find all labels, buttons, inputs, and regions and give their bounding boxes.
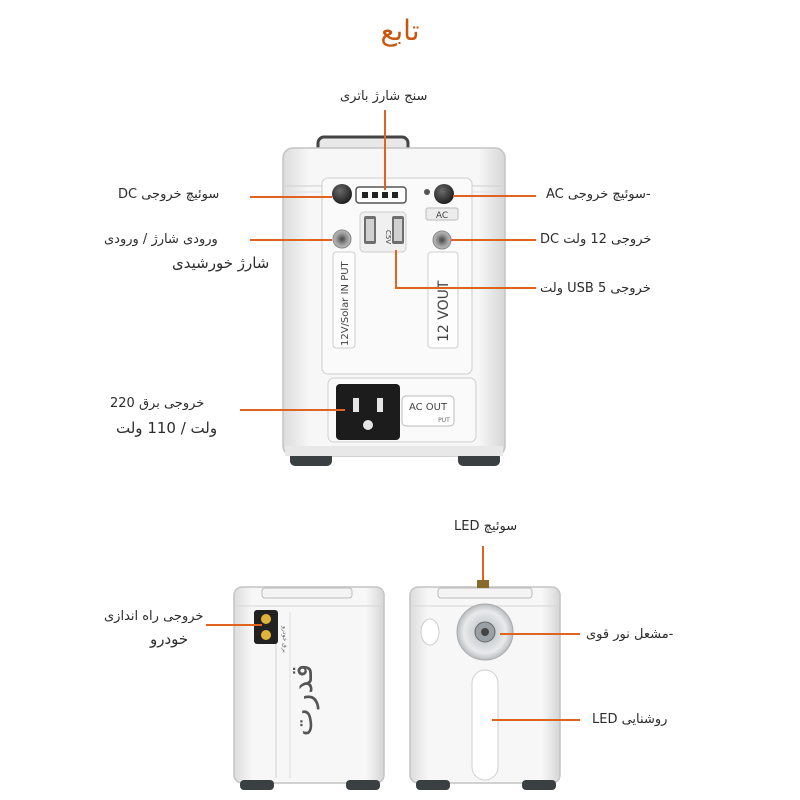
- car-start-port: [254, 610, 278, 644]
- label-car-start-2: خودرو: [150, 630, 189, 648]
- side-view: برق خودرو قدرت: [206, 586, 385, 790]
- battery-gauge: [355, 186, 407, 204]
- side-logo: قدرت: [285, 664, 320, 737]
- label-ac-out-2: ولت / 110 ولت: [116, 419, 218, 437]
- dc12-port: [432, 230, 452, 250]
- label-dc-switch: سوئیچ خروجی DC: [118, 187, 220, 202]
- led-switch: [477, 580, 489, 588]
- usb-tag: C5V: [384, 230, 392, 244]
- back-view: [409, 546, 580, 790]
- label-led-switch: سوئیچ LED: [454, 519, 518, 534]
- label-usb5-out: خروجی USB 5 ولت: [540, 281, 651, 296]
- label-flashlight: -مشعل نور قوی: [586, 627, 674, 642]
- label-car-start-1: خروجی راه اندازی: [104, 609, 204, 624]
- page-title: تابع: [380, 14, 420, 47]
- ac-tag: AC: [436, 211, 448, 221]
- label-ac-out-1: خروجی برق 220: [110, 396, 205, 411]
- solar-input-label: 12V/Solar IN PUT: [340, 260, 351, 346]
- ac-outlet: [336, 384, 400, 440]
- svg-text:برق خودرو: برق خودرو: [281, 625, 288, 653]
- label-ac-switch: -سوئیچ خروجی AC: [546, 187, 651, 202]
- label-battery-gauge: سنج شارژ باتری: [340, 89, 428, 104]
- front-view: AC C5V 12V/Solar IN PUT 12 VOUT AC OUT P…: [240, 110, 536, 466]
- vout-label: 12 VOUT: [436, 280, 452, 342]
- svg-text:PUT: PUT: [438, 417, 450, 424]
- led-strip: [471, 669, 499, 781]
- ac-switch-knob: [434, 184, 454, 204]
- charge-input-port: [332, 229, 352, 249]
- label-charge-input-2: شارژ خورشیدی: [172, 254, 270, 272]
- label-led-light: روشنایی LED: [592, 712, 668, 727]
- label-charge-input-1: ورودی شارژ / ورودی: [104, 232, 218, 247]
- label-dc12-out: خروجی 12 ولت DC: [540, 232, 652, 247]
- dc-switch-knob: [332, 184, 352, 204]
- ac-out-label: AC OUT: [409, 402, 448, 413]
